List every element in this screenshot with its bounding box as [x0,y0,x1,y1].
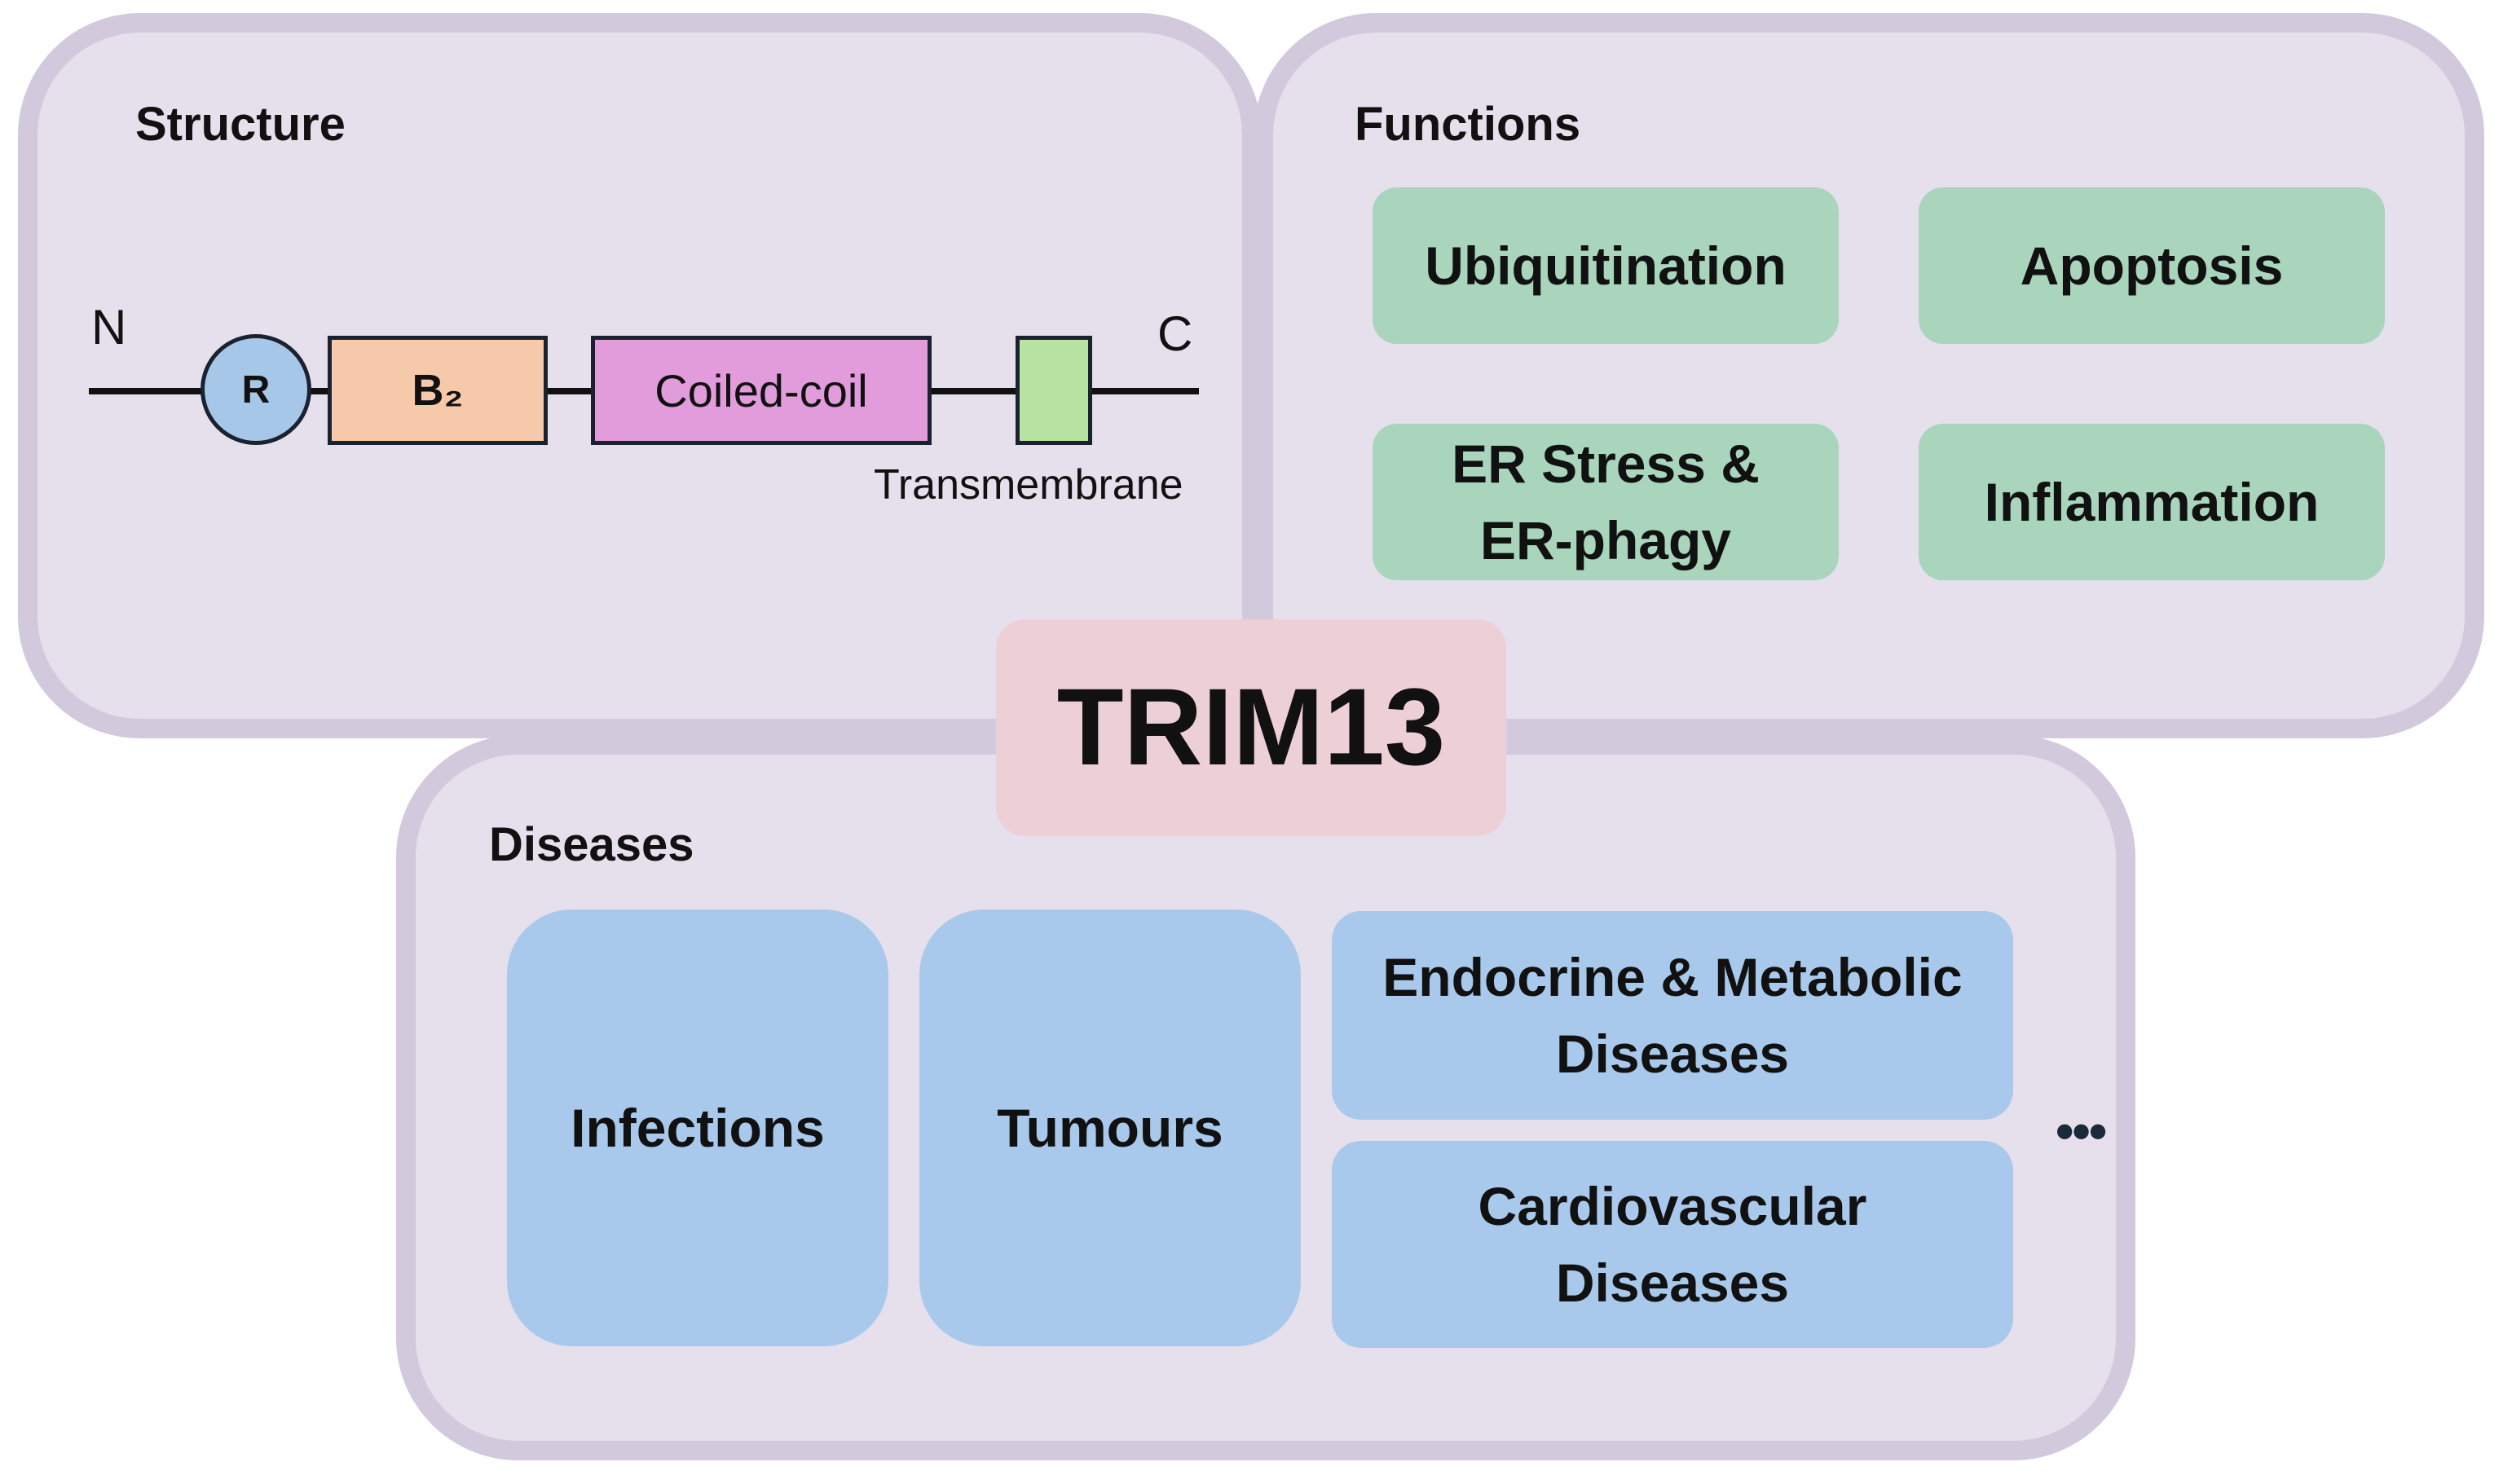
ring-domain: R [201,334,311,445]
disease-label: Infections [571,1098,825,1158]
function-er-stress-er-phagy: ER Stress & ER-phagy [1373,424,1839,580]
disease-infections: Infections [507,909,888,1346]
disease-label: Tumours [997,1098,1223,1158]
bbox2-domain: B₂ [328,336,548,445]
diseases-panel: Diseases Infections Tumours Endocrine & … [396,735,2135,1460]
c-terminus-label: C [1157,306,1193,361]
function-inflammation: Inflammation [1919,424,2385,580]
n-terminus-label: N [91,300,127,354]
function-label: Inflammation [1984,472,2320,532]
function-ubiquitination: Ubiquitination [1373,187,1839,344]
function-label: Ubiquitination [1425,236,1787,296]
trim13-central-node: TRIM13 [996,619,1506,836]
transmembrane-label: Transmembrane [874,461,1183,509]
function-apoptosis: Apoptosis [1919,187,2385,344]
diseases-title: Diseases [489,818,694,871]
more-diseases-ellipsis: ••• [2056,1102,2107,1160]
function-label: ER Stress & ER-phagy [1452,434,1760,570]
disease-label: Endocrine & Metabolic Diseases [1382,947,1963,1084]
functions-title: Functions [1355,98,1581,151]
structure-title: Structure [135,98,346,151]
disease-endocrine-metabolic: Endocrine & Metabolic Diseases [1332,911,2013,1120]
transmembrane-domain [1016,336,1092,445]
disease-label: Cardiovascular Diseases [1478,1176,1867,1313]
disease-tumours: Tumours [919,909,1301,1346]
coiled-coil-domain: Coiled-coil [591,336,932,445]
functions-panel: Functions Ubiquitination Apoptosis ER St… [1254,13,2484,738]
disease-cardiovascular: Cardiovascular Diseases [1332,1141,2013,1348]
function-label: Apoptosis [2020,236,2284,296]
